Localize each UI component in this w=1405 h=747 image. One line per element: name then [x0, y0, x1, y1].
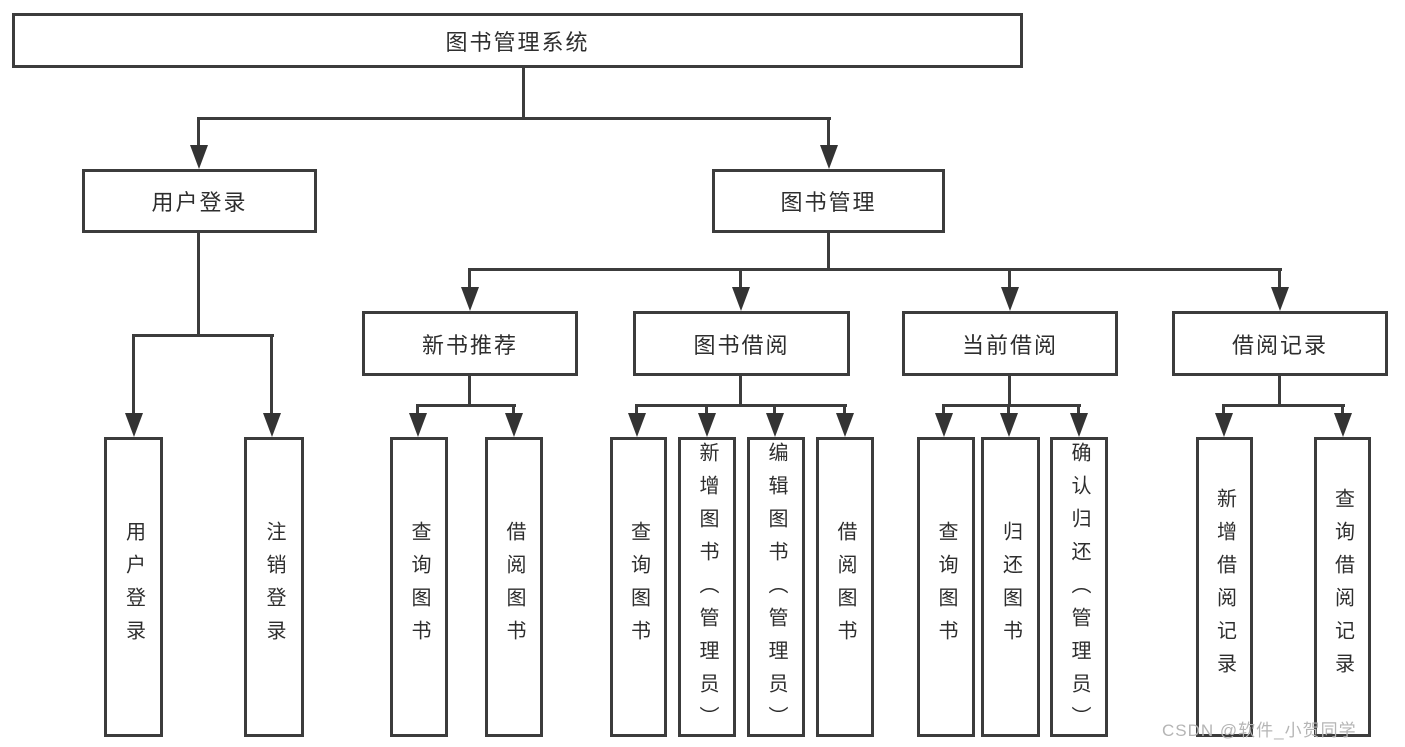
down-arrow-icon	[934, 406, 954, 437]
down-arrow-icon	[124, 336, 144, 437]
connector-line	[468, 268, 1282, 271]
down-arrow-icon	[627, 406, 647, 437]
node-label: 查询图书	[935, 521, 957, 653]
node-label: 新增借阅记录	[1213, 488, 1236, 686]
node-leaf-query-books-borrow: 查询图书	[610, 437, 667, 737]
connector-line	[739, 376, 742, 406]
down-arrow-icon	[1333, 406, 1353, 437]
node-current-borrow: 当前借阅	[902, 311, 1118, 376]
node-label: 用户登录	[122, 521, 145, 653]
down-arrow-icon	[460, 270, 480, 311]
node-leaf-borrow-books: 借阅图书	[816, 437, 874, 737]
node-leaf-edit-books-admin: 编辑图书（管理员）	[747, 437, 805, 739]
node-leaf-add-books-admin: 新增图书（管理员）	[678, 437, 736, 739]
node-label: 新书推荐	[421, 332, 518, 358]
node-leaf-confirm-return-admin: 确认归还（管理员）	[1050, 437, 1108, 739]
node-leaf-logout: 注销登录	[244, 437, 304, 737]
connector-line	[197, 117, 831, 120]
node-label: 新增图书（管理员）	[696, 442, 718, 739]
down-arrow-icon	[1069, 406, 1089, 437]
node-label: 当前借阅	[961, 332, 1058, 358]
node-book-borrow: 图书借阅	[633, 311, 850, 376]
node-label: 借阅图书	[503, 521, 525, 653]
connector-line	[197, 233, 200, 336]
down-arrow-icon	[835, 406, 855, 437]
node-label: 借阅记录	[1231, 332, 1328, 358]
down-arrow-icon	[697, 406, 717, 437]
node-label: 图书管理	[780, 190, 877, 215]
connector-line	[942, 404, 1081, 407]
node-leaf-add-borrow-record: 新增借阅记录	[1196, 437, 1253, 737]
node-label: 确认归还（管理员）	[1068, 442, 1090, 739]
down-arrow-icon	[408, 406, 428, 437]
down-arrow-icon	[189, 119, 209, 169]
node-new-book-recommend: 新书推荐	[362, 311, 578, 376]
connector-line	[468, 376, 471, 406]
down-arrow-icon	[765, 406, 785, 437]
node-label: 查询借阅记录	[1331, 488, 1354, 686]
node-label: 编辑图书（管理员）	[765, 442, 787, 739]
connector-line	[1278, 376, 1281, 406]
connector-line	[635, 404, 847, 407]
down-arrow-icon	[731, 270, 751, 311]
down-arrow-icon	[262, 336, 282, 437]
down-arrow-icon	[999, 406, 1019, 437]
node-leaf-query-books-current: 查询图书	[917, 437, 975, 737]
csdn-watermark: CSDN @软件_小贺同学	[1162, 721, 1357, 740]
node-leaf-query-borrow-record: 查询借阅记录	[1314, 437, 1371, 737]
node-label: 查询图书	[408, 521, 430, 653]
down-arrow-icon	[819, 119, 839, 169]
node-leaf-borrow-books-recommend: 借阅图书	[485, 437, 543, 737]
node-label: 注销登录	[263, 521, 285, 653]
node-root: 图书管理系统	[12, 13, 1023, 68]
connector-line	[522, 68, 525, 120]
node-leaf-return-books: 归还图书	[981, 437, 1040, 737]
down-arrow-icon	[1214, 406, 1234, 437]
connector-line	[1008, 376, 1011, 406]
node-book-management-branch: 图书管理	[712, 169, 945, 233]
node-root-label: 图书管理系统	[445, 29, 590, 55]
down-arrow-icon	[1000, 270, 1020, 311]
node-label: 归还图书	[999, 521, 1022, 653]
node-label: 图书借阅	[693, 332, 790, 358]
node-label: 查询图书	[627, 521, 650, 653]
connector-line	[827, 233, 830, 271]
down-arrow-icon	[1270, 270, 1290, 311]
connector-line	[1222, 404, 1345, 407]
node-borrow-records: 借阅记录	[1172, 311, 1388, 376]
node-leaf-user-login: 用户登录	[104, 437, 163, 737]
connector-line	[132, 334, 274, 337]
node-label: 借阅图书	[834, 521, 856, 653]
node-label: 用户登录	[151, 190, 248, 215]
down-arrow-icon	[504, 406, 524, 437]
node-user-login-branch: 用户登录	[82, 169, 317, 233]
connector-line	[416, 404, 516, 407]
node-leaf-query-books-recommend: 查询图书	[390, 437, 448, 737]
